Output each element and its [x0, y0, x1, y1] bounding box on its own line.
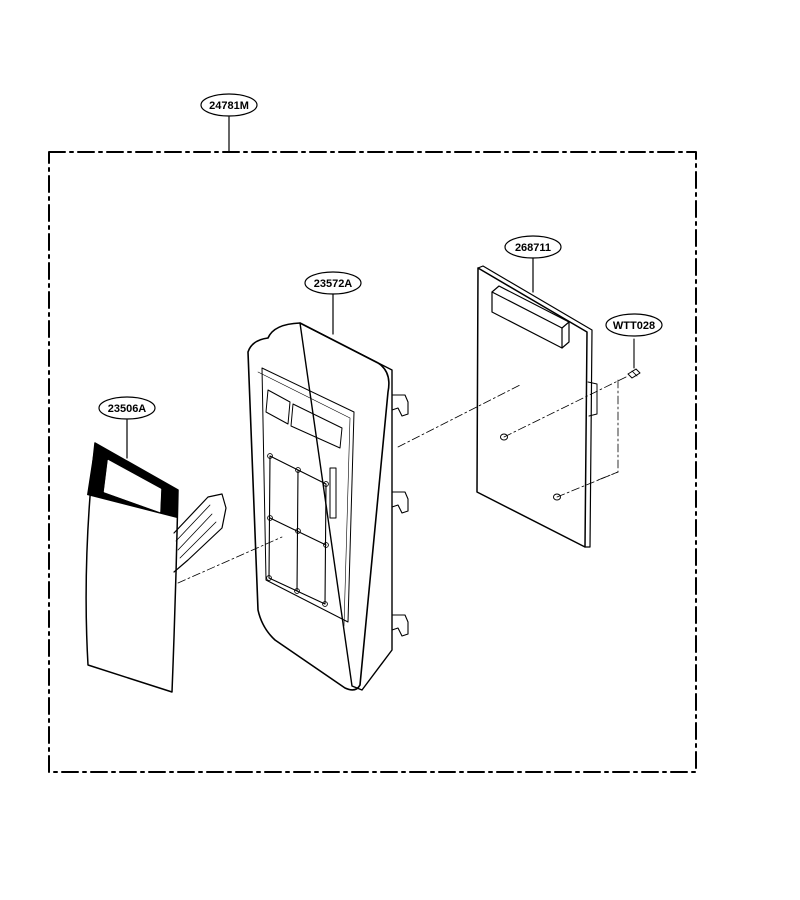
callout-assembly: 24781M [200, 93, 258, 153]
part-screw: WTT028 [605, 313, 663, 379]
label-control-panel: 23572A [314, 278, 353, 290]
label-assembly: 24781M [209, 100, 249, 112]
label-membrane: 23506A [108, 403, 147, 415]
label-pcb: 268711 [515, 242, 551, 254]
part-pcb: 268711 [476, 235, 598, 548]
part-control-panel: 23572A [247, 271, 409, 691]
assembly-guides [177, 375, 629, 584]
assembly-boundary [48, 151, 697, 773]
part-membrane: 23506A [85, 396, 227, 693]
membrane-display-window [103, 459, 162, 513]
label-screw: WTT028 [613, 320, 655, 332]
